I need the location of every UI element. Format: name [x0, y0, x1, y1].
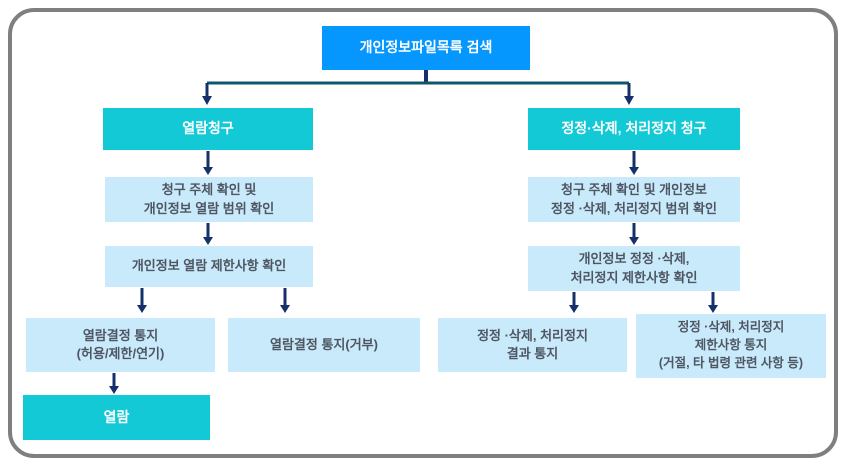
- node-label-line: 열람결정 통지(거부): [270, 336, 378, 352]
- node-right-verify-subject-scope: 청구 주체 확인 및 개인정보 정정 ·삭제, 처리정지 범위 확인: [528, 177, 740, 222]
- node-label-line: 개인정보 열람 제한사항 확인: [131, 258, 287, 274]
- node-label-line: 청구 주체 확인 및: [161, 182, 257, 198]
- node-right-check-restrictions: 개인정보 정정 ·삭제, 처리정지 제한사항 확인: [528, 246, 740, 291]
- node-left-check-restrictions: 개인정보 열람 제한사항 확인: [105, 246, 313, 287]
- node-left-verify-subject-scope: 청구 주체 확인 및 개인정보 열람 범위 확인: [105, 177, 313, 222]
- node-correction-result-notice: 정정 ·삭제, 처리정지 결과 통지: [438, 318, 627, 372]
- node-access-request: 열람청구: [103, 108, 313, 150]
- node-label-line: 처리정지 제한사항 확인: [570, 269, 698, 285]
- node-label-line: 열람결정 통지: [82, 327, 159, 343]
- node-label: 개인정보파일목록 검색: [359, 39, 493, 56]
- node-correction-deletion-suspension-request: 정정·삭제, 처리정지 청구: [528, 108, 740, 150]
- node-label-line: (허용/제한/연기): [76, 346, 165, 361]
- node-label-line: 제한사항 통지: [694, 338, 768, 353]
- diagram-border: [8, 8, 838, 458]
- node-access-decision-notice-deny: 열람결정 통지(거부): [228, 318, 420, 372]
- node-label-line: 개인정보 열람 범위 확인: [143, 200, 275, 216]
- node-access: 열람: [23, 395, 210, 440]
- node-label-line: 청구 주체 확인 및 개인정보: [560, 182, 707, 198]
- node-label: 열람청구: [182, 120, 234, 137]
- node-label-line: 개인정보 정정 ·삭제,: [578, 251, 690, 267]
- node-label-line: 정정 ·삭제, 처리정지 범위 확인: [551, 200, 717, 216]
- node-label-line: (거절, 타 법령 관련 사항 등): [658, 355, 804, 370]
- node-label: 열람: [103, 408, 130, 425]
- node-label-line: 정정 ·삭제, 처리정지: [677, 320, 785, 335]
- node-correction-restriction-notice: 정정 ·삭제, 처리정지 제한사항 통지 (거절, 타 법령 관련 사항 등): [636, 314, 826, 378]
- node-label-line: 결과 통지: [506, 346, 559, 361]
- node-label-line: 정정 ·삭제, 처리정지: [477, 327, 588, 343]
- node-search-personal-info-file-list: 개인정보파일목록 검색: [322, 26, 530, 70]
- node-label: 정정·삭제, 처리정지 청구: [561, 120, 707, 137]
- node-access-decision-notice-allow: 열람결정 통지 (허용/제한/연기): [26, 318, 215, 372]
